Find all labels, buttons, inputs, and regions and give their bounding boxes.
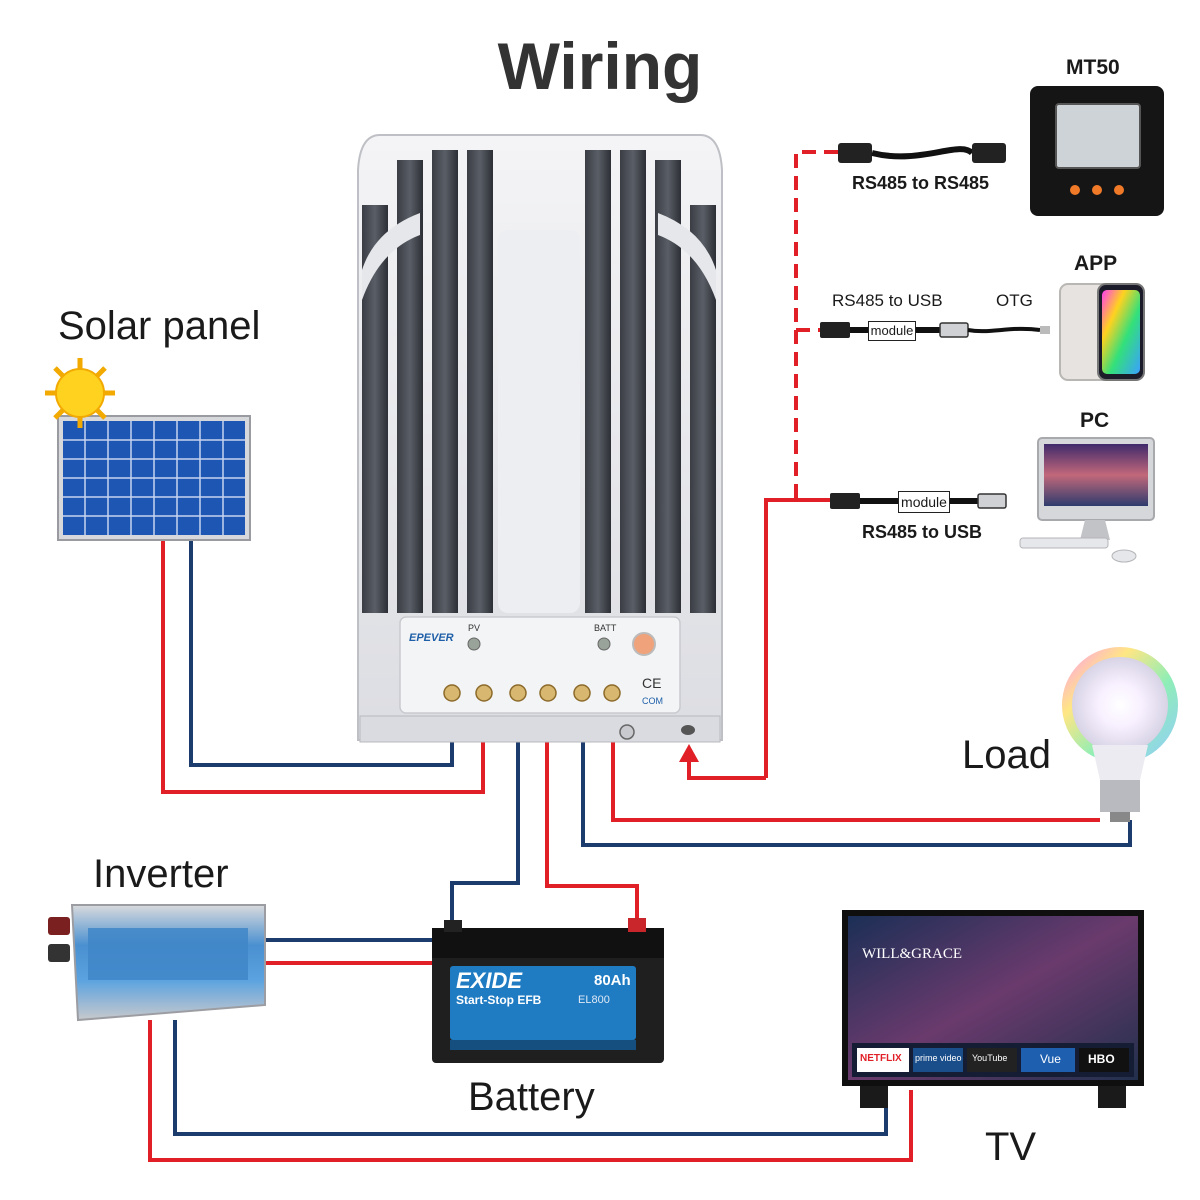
solar-panel-image bbox=[57, 415, 251, 541]
module-label: module bbox=[901, 494, 947, 510]
module-box-pc: module bbox=[898, 491, 950, 513]
wire-solar-positive bbox=[161, 540, 485, 794]
solar-panel-label: Solar panel bbox=[58, 304, 261, 348]
wires bbox=[148, 150, 1132, 1162]
page-title: Wiring bbox=[497, 29, 703, 103]
tv-app-netflix: NETFLIX bbox=[860, 1053, 902, 1064]
otg-label: OTG bbox=[996, 291, 1033, 310]
tv-app-prime: prime video bbox=[915, 1053, 962, 1063]
pv-led-icon bbox=[467, 637, 481, 651]
wire-comm-dashed bbox=[794, 150, 838, 500]
tv-image bbox=[842, 910, 1144, 1108]
battery-image bbox=[432, 918, 664, 1063]
screw-icon bbox=[619, 724, 635, 740]
rs485-cable-icon bbox=[838, 143, 1006, 163]
sun-icon bbox=[45, 358, 115, 428]
pv-label: PV bbox=[468, 623, 481, 633]
battery-brand: EXIDE bbox=[456, 968, 523, 993]
module-label: module bbox=[870, 323, 914, 338]
controller bbox=[357, 134, 723, 743]
terminal-screws bbox=[443, 684, 621, 702]
light-bulb-image bbox=[1062, 647, 1178, 822]
app-label: APP bbox=[1074, 252, 1118, 275]
tv-app-youtube: YouTube bbox=[972, 1053, 1008, 1063]
tv-label: TV bbox=[985, 1125, 1037, 1169]
mt50-image bbox=[1030, 86, 1164, 216]
wire-comm-pc bbox=[764, 498, 830, 778]
wire-load-positive bbox=[611, 741, 1100, 822]
tv-show-title: WILL&GRACE bbox=[862, 946, 962, 962]
heatsink-fins bbox=[362, 150, 716, 613]
wire-tv-positive bbox=[148, 1020, 913, 1162]
wire-solar-negative bbox=[189, 540, 454, 767]
inverter-label: Inverter bbox=[93, 852, 229, 896]
usb-module-cable-pc-icon bbox=[830, 493, 1007, 509]
ce-mark: CE bbox=[642, 675, 662, 691]
tv-app-vue: Vue bbox=[1040, 1052, 1061, 1066]
mt50-label: MT50 bbox=[1066, 56, 1120, 79]
arrow-head bbox=[679, 744, 699, 762]
wire-battery-negative bbox=[450, 741, 520, 928]
batt-label: BATT bbox=[594, 623, 617, 633]
tv-app-hbo: HBO bbox=[1088, 1052, 1115, 1066]
phone-image bbox=[1059, 283, 1145, 381]
battery-code: EL800 bbox=[578, 994, 610, 1006]
battery-model: Start-Stop EFB bbox=[456, 993, 542, 1007]
wire-battery-positive bbox=[545, 741, 639, 928]
com-button-icon bbox=[632, 632, 656, 656]
pc-cable-label: RS485 to USB bbox=[862, 522, 983, 542]
wire-load-negative bbox=[581, 741, 1132, 847]
pc-image bbox=[1019, 437, 1155, 563]
battery-label: Battery bbox=[468, 1075, 595, 1119]
pc-label: PC bbox=[1080, 409, 1110, 432]
app-cable-label: RS485 to USB bbox=[832, 291, 943, 310]
wire-comm-arrow-line bbox=[687, 758, 766, 780]
controller-brand: EPEVER bbox=[409, 632, 454, 644]
load-label: Load bbox=[962, 733, 1051, 777]
usb-module-cable-icon bbox=[820, 322, 1050, 338]
inverter-image bbox=[48, 904, 266, 1022]
wire-tv-negative bbox=[173, 1020, 888, 1136]
batt-led-icon bbox=[597, 637, 611, 651]
mt50-cable-label: RS485 to RS485 bbox=[852, 173, 990, 193]
module-box-app: module bbox=[868, 321, 916, 341]
com-label: COM bbox=[642, 696, 663, 706]
battery-capacity: 80Ah bbox=[594, 972, 631, 989]
